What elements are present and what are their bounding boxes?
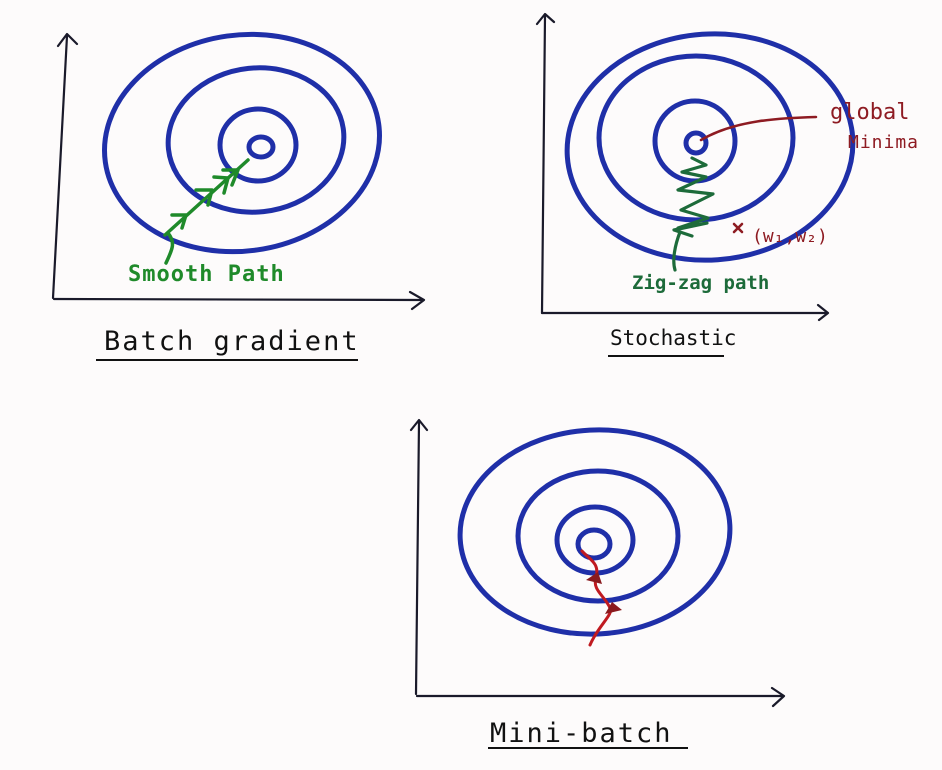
smooth-path-leader: [164, 231, 175, 265]
contour-ring-center: [683, 130, 709, 156]
contour-ring-3: [554, 504, 636, 576]
mini-batch-panel: Mini-batch: [400, 400, 800, 770]
contour-ring-outer: [457, 427, 733, 637]
x-axis: [415, 686, 786, 708]
smooth-path-arrow-3: [212, 175, 230, 195]
contour-ring-2: [515, 468, 681, 604]
zigzag-path-leader: [672, 230, 682, 272]
smooth-path-arrow-4: [221, 168, 240, 187]
contour-ring-outer: [564, 31, 856, 263]
contour-ring-2: [165, 65, 347, 215]
global-minima-label-line2: Minima: [848, 132, 920, 153]
contour-ring-3: [217, 106, 299, 184]
x-axis: [52, 290, 426, 311]
smooth-path-line: [163, 158, 250, 237]
y-axis: [51, 32, 79, 300]
zigzag-path-label: Zig-zag path: [632, 272, 770, 294]
batch-gradient-plot: [51, 31, 426, 311]
smooth-path-arrow-2: [194, 188, 214, 207]
smooth-path-label: Smooth Path: [128, 262, 285, 287]
x-axis: [540, 303, 830, 322]
mini-batch-title: Mini-batch: [490, 718, 673, 749]
stochastic-title: Stochastic: [610, 326, 737, 350]
global-minima-label-line1: global: [830, 100, 910, 125]
batch-gradient-panel: Smooth Path Batch gradient: [0, 0, 440, 380]
contour-ring-center: [575, 527, 613, 561]
batch-gradient-underline: [96, 359, 358, 361]
stochastic-panel: global Minima (w₁,w₂) Zig-zag path Stoch…: [520, 0, 942, 380]
start-point-label: (w₁,w₂): [752, 226, 828, 247]
mini-batch-path-arrow-2: [605, 602, 622, 614]
mini-batch-underline: [488, 747, 688, 749]
contour-ring-center: [246, 134, 276, 160]
mini-batch-path-arrow-1: [586, 572, 602, 584]
y-axis: [409, 418, 429, 696]
smooth-path-arrow-1: [170, 213, 188, 230]
global-minima-pointer: [699, 115, 818, 142]
stochastic-underline: [608, 355, 724, 357]
contour-ring-2: [596, 53, 796, 223]
mini-batch-plot: [409, 418, 786, 708]
batch-gradient-title: Batch gradient: [104, 326, 360, 357]
y-axis: [535, 12, 556, 315]
start-point-marker: [732, 222, 744, 234]
mini-batch-path-line: [580, 549, 613, 647]
contour-ring-outer: [102, 31, 382, 255]
stochastic-plot: [535, 12, 856, 322]
zigzag-path-line: [672, 156, 715, 238]
